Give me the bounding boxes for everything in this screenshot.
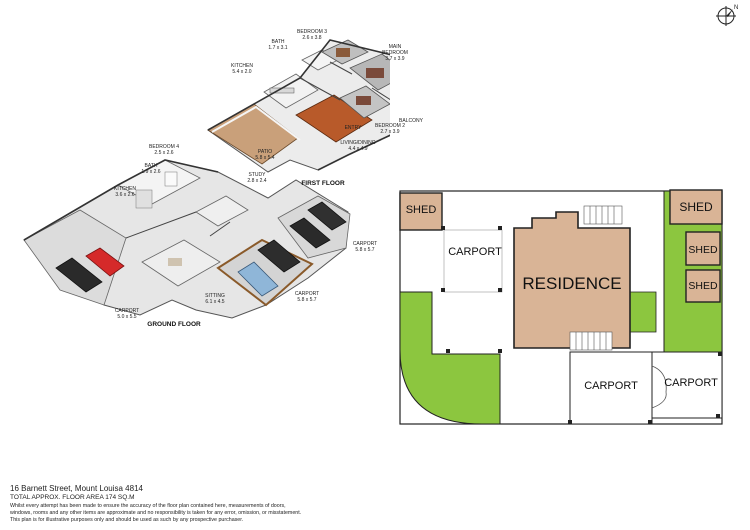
room-label-entry: ENTRY	[344, 125, 362, 131]
first-floor-model	[207, 39, 390, 173]
carport-label-bottom: CARPORT	[584, 380, 638, 392]
carport-left-area	[443, 229, 503, 293]
compass-north-label: N	[734, 5, 739, 11]
shed-label-1: SHED	[405, 204, 437, 216]
stairs-bottom	[569, 331, 613, 351]
shed-label-3: SHED	[688, 244, 718, 256]
ground-floor-title: GROUND FLOOR	[147, 321, 201, 328]
shed-2	[669, 189, 723, 225]
carport-label-right: CARPORT	[664, 377, 718, 389]
site-plan	[399, 189, 723, 425]
shed-4	[685, 269, 721, 303]
footer-floor-area: TOTAL APPROX. FLOOR AREA 174 SQ.M	[10, 494, 135, 501]
shed-label-2: SHED	[679, 200, 713, 214]
shed-label-4: SHED	[688, 280, 718, 292]
footer-disclaimer-3: This plan is for illustrative purposes o…	[10, 517, 244, 523]
car-black-left	[55, 257, 103, 293]
carport-label-left: CARPORT	[448, 246, 502, 258]
shed-3	[685, 231, 721, 266]
car-black-center	[257, 239, 301, 273]
first-floor-title: FIRST FLOOR	[301, 180, 345, 187]
footer-disclaimer-1: Whilst every attempt has been made to en…	[10, 503, 286, 509]
compass-icon	[716, 6, 736, 26]
isometric-floor-plans	[23, 39, 390, 319]
compass: N	[714, 4, 742, 28]
car-red	[85, 247, 125, 277]
lawn-front-left	[399, 291, 501, 425]
residence-label: RESIDENCE	[522, 274, 622, 293]
stairs-top	[583, 205, 623, 225]
carport-posts	[441, 226, 722, 424]
car-blue	[237, 261, 279, 297]
footer-address: 16 Barnett Street, Mount Louisa 4814	[10, 484, 143, 493]
car-black-right-2	[307, 201, 347, 231]
car-black-right-1	[289, 217, 331, 249]
carport-right-area	[651, 351, 723, 419]
lawn-strip	[629, 291, 657, 333]
footer-disclaimer-2: windows, rooms and any other items are a…	[10, 510, 302, 516]
shed-1	[399, 192, 443, 231]
ground-floor-model	[23, 159, 351, 319]
room-label-balcony: BALCONY	[399, 118, 423, 124]
